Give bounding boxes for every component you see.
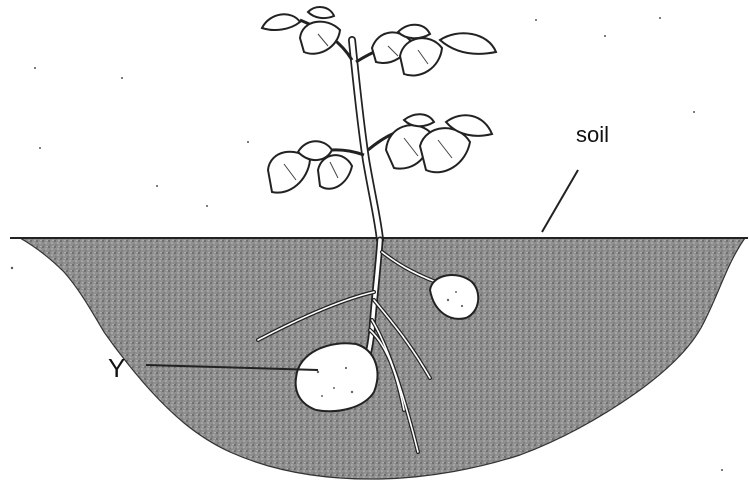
leaf — [440, 33, 496, 54]
leaf-group-middle — [268, 114, 492, 192]
leaf — [400, 38, 442, 75]
leaf — [404, 114, 434, 126]
soil-label: soil — [576, 122, 609, 147]
leaf — [268, 152, 310, 193]
y-label: Y — [108, 353, 125, 383]
soil-pointer-line — [542, 170, 578, 232]
leaf — [300, 22, 340, 54]
soil-region — [20, 238, 745, 479]
leaf — [398, 25, 430, 39]
leaf — [420, 128, 470, 172]
leaf — [262, 14, 300, 30]
leaf — [308, 7, 334, 18]
leaf-group-top — [262, 7, 496, 75]
